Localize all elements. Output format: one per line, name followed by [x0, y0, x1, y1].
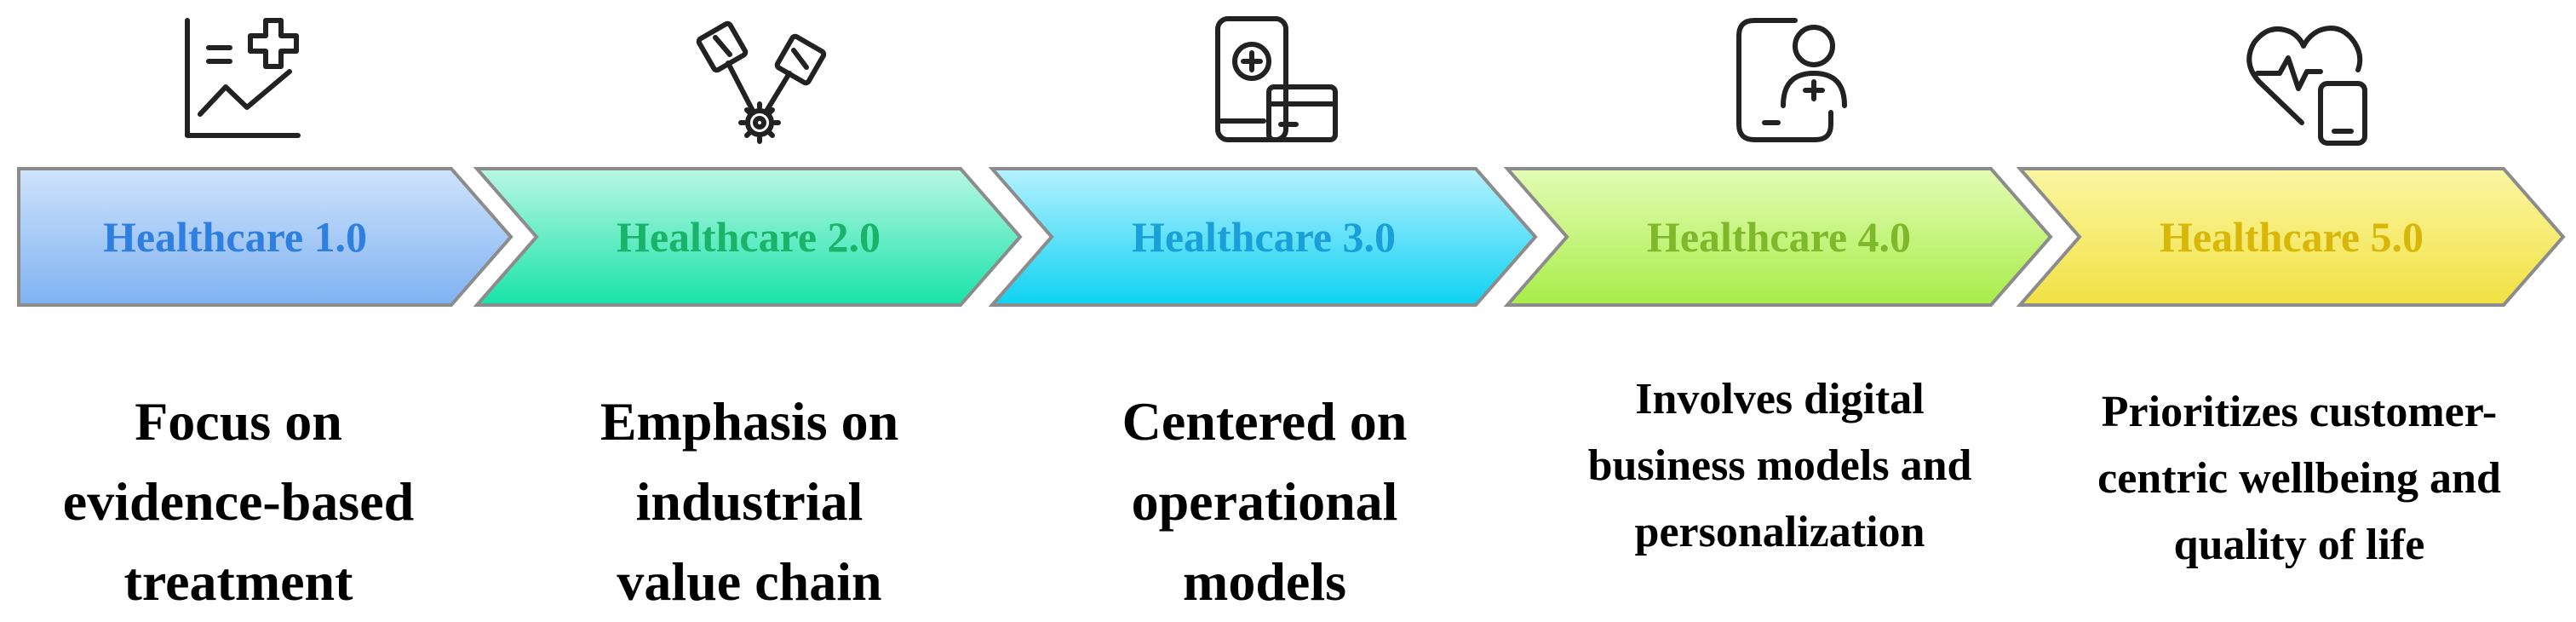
description-line: Focus on: [135, 391, 342, 452]
phone-card-icon: [1202, 12, 1347, 148]
description-line: quality of life: [2173, 521, 2425, 569]
chart-plus-icon: [170, 12, 315, 148]
stage-label: Healthcare 1.0: [102, 213, 368, 261]
description-line: treatment: [123, 551, 353, 612]
description-line: industrial: [635, 471, 863, 532]
chevron-healthcare-2: Healthcare 2.0: [473, 167, 1023, 307]
stage-description: Centered on operational models: [1043, 382, 1486, 622]
chevron-healthcare-4: Healthcare 4.0: [1503, 167, 2053, 307]
stage-description: Focus on evidence-based treatment: [9, 382, 468, 622]
heart-phone-icon: [2235, 12, 2380, 148]
description-line: Emphasis on: [600, 391, 899, 452]
description-line: models: [1183, 551, 1346, 612]
description-line: centric wellbeing and: [2097, 454, 2501, 503]
tablet-doctor-icon: [1720, 12, 1865, 148]
description-line: value chain: [617, 551, 882, 612]
chevron-healthcare-3: Healthcare 3.0: [988, 167, 1538, 307]
stage-description: Involves digital business models and per…: [1533, 366, 2027, 566]
description-line: business models and: [1587, 441, 1972, 490]
description-line: Prioritizes customer-: [2101, 388, 2498, 436]
stage-label: Healthcare 3.0: [1131, 213, 1397, 261]
chevron-healthcare-5: Healthcare 5.0: [2016, 167, 2566, 307]
description-line: Centered on: [1122, 391, 1408, 452]
description-line: Involves digital: [1635, 375, 1925, 423]
stage-label: Healthcare 2.0: [616, 213, 881, 261]
description-line: personalization: [1634, 508, 1925, 556]
stage-label: Healthcare 5.0: [2159, 213, 2424, 261]
stage-description: Emphasis on industrial value chain: [528, 382, 971, 622]
description-line: operational: [1131, 471, 1398, 532]
robot-arm-gear-icon: [687, 12, 832, 148]
description-line: evidence-based: [62, 471, 415, 532]
stage-description: Prioritizes customer- centric wellbeing …: [2044, 379, 2555, 579]
chevron-healthcare-1: Healthcare 1.0: [17, 167, 513, 307]
stage-label: Healthcare 4.0: [1646, 213, 1912, 261]
